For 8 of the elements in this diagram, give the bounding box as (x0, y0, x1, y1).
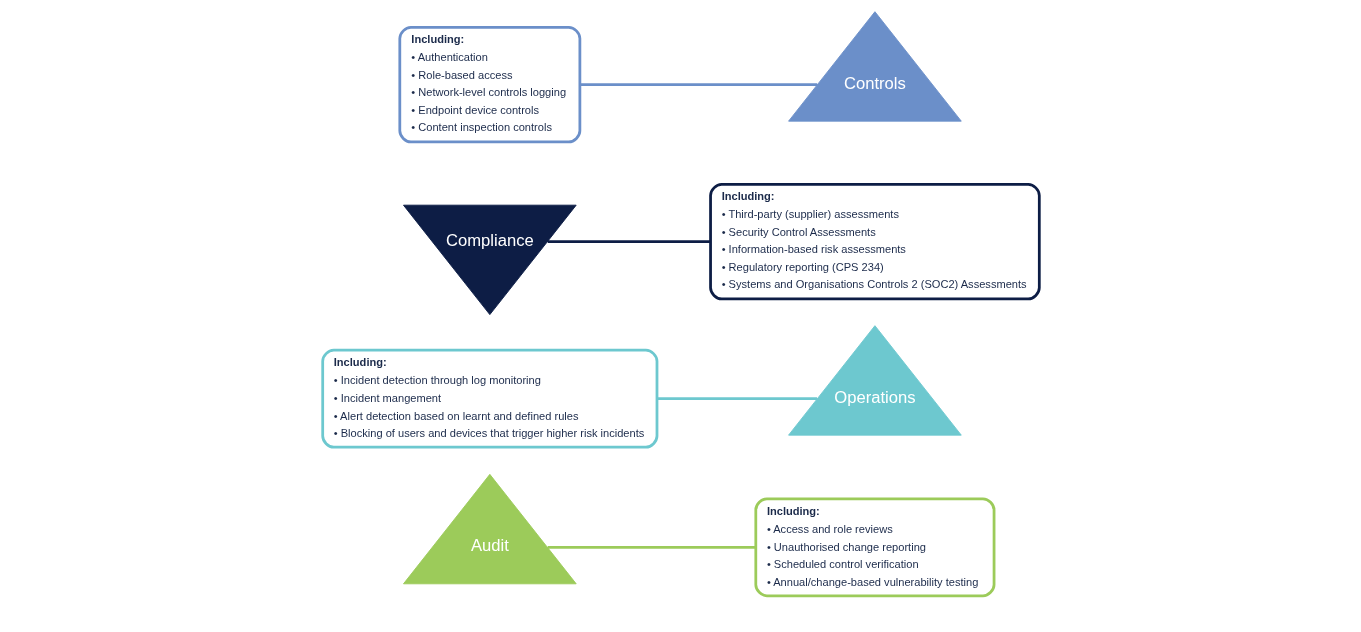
node-box: Including: • Incident detection through log monitoring • Incident mangement • Alert detection based on learnt and defined rules • Blocking of users and devices that trigger higher risk incidents (320, 348, 658, 449)
connector (547, 545, 756, 549)
connector (579, 83, 817, 87)
node-box: Including: • Access and role reviews • Unauthorised change reporting • Scheduled control verification • Annual/change-based vulnerability testing (753, 497, 995, 598)
node-box: Including: • Third-party (supplier) assessments • Security Control Assessments • Information-based risk assessments • Regulatory reporting (CPS 234) • Systems and Organisations Controls 2 (SOC2) Assessments (708, 183, 1041, 301)
connector (547, 240, 711, 244)
node-box: Including: • Authentication • Role-based access • Network-level controls logging • Endpoint device controls • Content inspection controls (397, 26, 581, 144)
connector (656, 397, 817, 401)
